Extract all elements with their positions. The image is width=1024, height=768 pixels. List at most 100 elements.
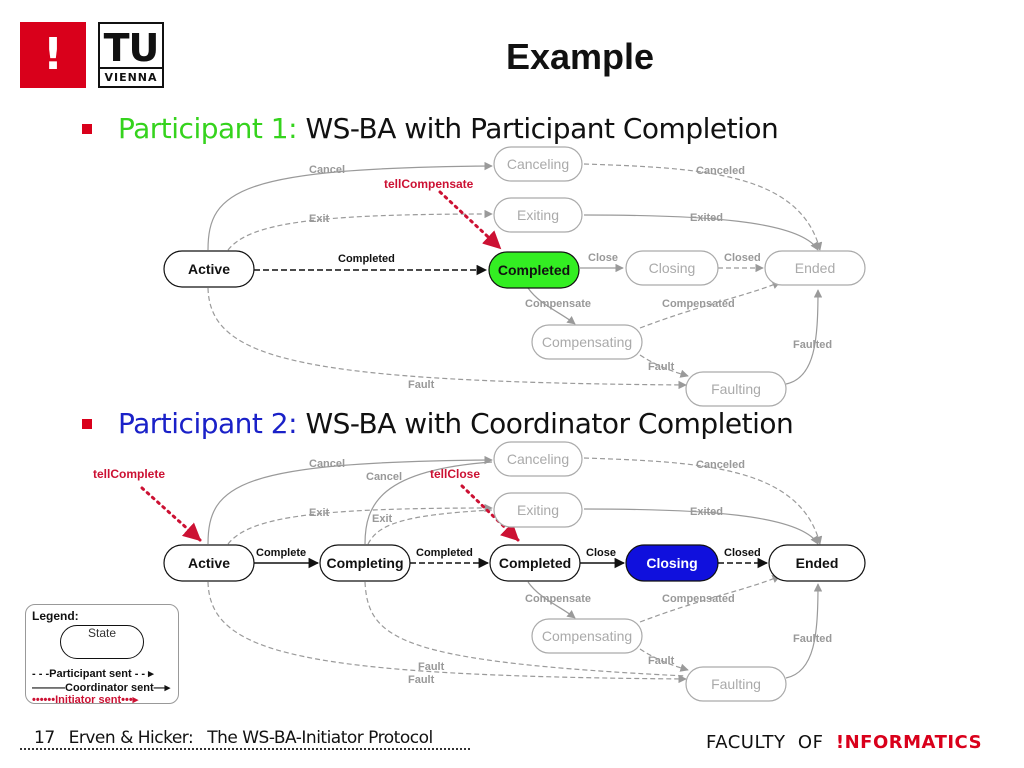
legend-coordinator: ———Coordinator sent—▸ bbox=[32, 681, 170, 694]
initiator-arrow-1 bbox=[438, 190, 502, 250]
legend-initiator-dots: •••••• bbox=[32, 694, 56, 706]
legend-initiator-arrow: •••▸ bbox=[121, 694, 139, 706]
edge-fault-active-2 bbox=[207, 581, 687, 684]
edge-compensate-2 bbox=[527, 581, 576, 619]
legend-title: Legend: bbox=[32, 609, 79, 623]
state-active-2 bbox=[163, 544, 255, 582]
legend-participant: - - -Participant sent - - ▸ bbox=[32, 667, 154, 680]
legend-state-shape: State bbox=[60, 625, 144, 659]
diagram-2: Active Completing Completed Closing Ende… bbox=[93, 441, 866, 702]
label-compensate-2: Compensate bbox=[525, 593, 591, 605]
slide-title: Example bbox=[505, 36, 655, 77]
label-fault-c-2: Fault bbox=[408, 674, 435, 686]
label-completed-1: Completed bbox=[338, 253, 395, 265]
legend-coordinator-label: Coordinator sent bbox=[65, 682, 154, 694]
state-ended-1 bbox=[764, 250, 866, 286]
edge-exited-1 bbox=[583, 214, 819, 251]
state-canceling-2-label: Canceling bbox=[507, 451, 569, 467]
label-compensate-1: Compensate bbox=[525, 298, 591, 310]
label-close-2: Close bbox=[586, 547, 616, 559]
vienna-label: VIENNA bbox=[100, 67, 162, 84]
participant-1-lead: Participant 1: bbox=[118, 112, 298, 145]
state-closing-1 bbox=[625, 250, 719, 286]
footer-page-number: 17 bbox=[34, 728, 55, 748]
initiator-arrow-2a bbox=[140, 486, 202, 542]
label-faulted-2: Faulted bbox=[793, 633, 832, 645]
state-faulting-2-label: Faulting bbox=[711, 676, 761, 692]
edge-exited-2 bbox=[583, 508, 819, 545]
edge-cancel-1 bbox=[207, 161, 493, 251]
tu-letters: TU bbox=[103, 26, 160, 70]
label-compensated-1: Compensated bbox=[662, 298, 735, 310]
edge-exit-1 bbox=[227, 209, 493, 251]
label-faulted-1: Faulted bbox=[793, 339, 832, 351]
edge-faulted-2 bbox=[785, 583, 823, 679]
footer-dotted-line bbox=[20, 748, 470, 750]
edge-exit-b-2 bbox=[367, 509, 493, 545]
faculty-label: FACULTY OF bbox=[706, 732, 836, 753]
label-cancel-b-2: Cancel bbox=[366, 471, 402, 483]
exclamation-mark: ! bbox=[42, 29, 64, 80]
state-canceling-2 bbox=[493, 441, 583, 477]
state-closing-2 bbox=[625, 544, 719, 582]
initiator-label-2b: tellClose bbox=[430, 467, 480, 481]
label-exit-1: Exit bbox=[309, 213, 330, 225]
label-exited-2: Exited bbox=[690, 506, 723, 518]
state-completing-2 bbox=[319, 544, 411, 582]
label-fault-a-1: Fault bbox=[648, 361, 675, 373]
participant-2-lead: Participant 2: bbox=[118, 407, 298, 440]
legend-participant-label: Participant sent bbox=[49, 668, 132, 680]
edge-fault-completing-2 bbox=[364, 581, 687, 677]
state-compensating-2 bbox=[531, 618, 643, 654]
edge-cancel-b-2 bbox=[364, 461, 493, 545]
state-ended-1-label: Ended bbox=[795, 260, 835, 276]
state-completed-1-label: Completed bbox=[498, 262, 570, 278]
edge-fault-active-1 bbox=[207, 287, 687, 390]
state-compensating-2-label: Compensating bbox=[542, 628, 632, 644]
label-close-1: Close bbox=[588, 252, 618, 264]
informatics-label: !NFORMATICS bbox=[835, 732, 983, 753]
footer-authors: Erven & Hicker: bbox=[68, 728, 194, 748]
legend-box: Legend: State - - -Participant sent - - … bbox=[25, 604, 179, 706]
state-exiting-2-label: Exiting bbox=[517, 502, 559, 518]
tu-red-logo: ! bbox=[20, 22, 86, 88]
label-fault-a-2: Fault bbox=[648, 655, 675, 667]
state-faulting-1-label: Faulting bbox=[711, 381, 761, 397]
state-ended-2-label: Ended bbox=[796, 555, 839, 571]
legend-participant-arrow: - - ▸ bbox=[131, 668, 154, 680]
legend-initiator-label: Initiator sent bbox=[55, 694, 122, 706]
legend-initiator: ••••••Initiator sent•••▸ bbox=[32, 693, 138, 706]
label-exited-1: Exited bbox=[690, 212, 723, 224]
state-faulting-1 bbox=[685, 371, 787, 407]
state-exiting-1-label: Exiting bbox=[517, 207, 559, 223]
label-closed-1: Closed bbox=[724, 252, 761, 264]
edge-faulted-1 bbox=[785, 289, 823, 385]
initiator-arrow-2b bbox=[460, 484, 520, 542]
edge-canceled-2 bbox=[583, 457, 823, 545]
label-fault-b-1: Fault bbox=[408, 379, 435, 391]
state-canceling-1 bbox=[493, 146, 583, 182]
initiator-label-2a: tellComplete bbox=[93, 467, 165, 481]
faculty-brand: FACULTY OF !NFORMATICS bbox=[706, 732, 982, 753]
legend-participant-dash: - - - bbox=[32, 668, 50, 680]
state-completed-2 bbox=[489, 544, 581, 582]
label-fault-b-2: Fault bbox=[418, 661, 445, 673]
edge-fault-comp-2 bbox=[639, 648, 689, 672]
legend-coordinator-arrow: —▸ bbox=[153, 682, 171, 694]
initiator-label-1: tellCompensate bbox=[384, 177, 474, 191]
bullet-marker-2 bbox=[82, 419, 92, 429]
edge-fault-comp-1 bbox=[639, 354, 689, 378]
participant-2-text: WS-BA with Coordinator Completion bbox=[297, 407, 794, 440]
label-canceled-1: Canceled bbox=[696, 165, 745, 177]
label-exit-b-2: Exit bbox=[372, 513, 393, 525]
state-active-1-label: Active bbox=[188, 261, 230, 277]
label-exit-a-2: Exit bbox=[309, 507, 330, 519]
diagram-1: Active Canceling Exiting Completed Closi… bbox=[163, 146, 866, 407]
label-complete-2: Complete bbox=[256, 547, 306, 559]
label-canceled-2: Canceled bbox=[696, 459, 745, 471]
state-closing-2-label: Closing bbox=[646, 555, 697, 571]
state-completing-2-label: Completing bbox=[327, 555, 404, 571]
state-canceling-1-label: Canceling bbox=[507, 156, 569, 172]
